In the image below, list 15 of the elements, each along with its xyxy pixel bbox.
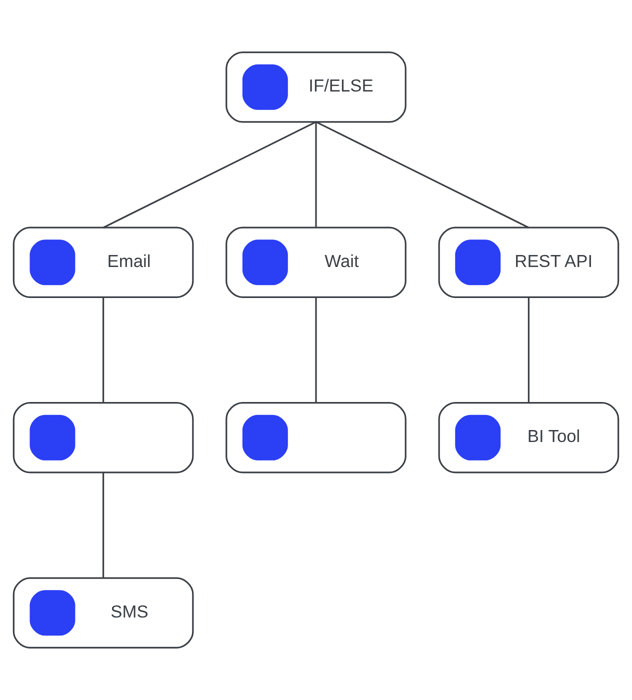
- node-box: [226, 402, 406, 474]
- node-box: BI Tool: [438, 402, 620, 474]
- connector: [315, 297, 317, 403]
- node-box: [12, 402, 194, 474]
- connector: [316, 121, 530, 228]
- node-box: Wait: [226, 226, 406, 298]
- connector: [315, 122, 317, 228]
- connector: [102, 121, 316, 228]
- node-box: Email: [12, 226, 194, 298]
- connector: [528, 297, 530, 403]
- connector: [102, 297, 104, 403]
- node-box: SMS: [12, 577, 194, 648]
- node-box: REST API: [438, 226, 620, 298]
- connector: [102, 472, 104, 578]
- node-box: IF/ELSE: [226, 52, 406, 123]
